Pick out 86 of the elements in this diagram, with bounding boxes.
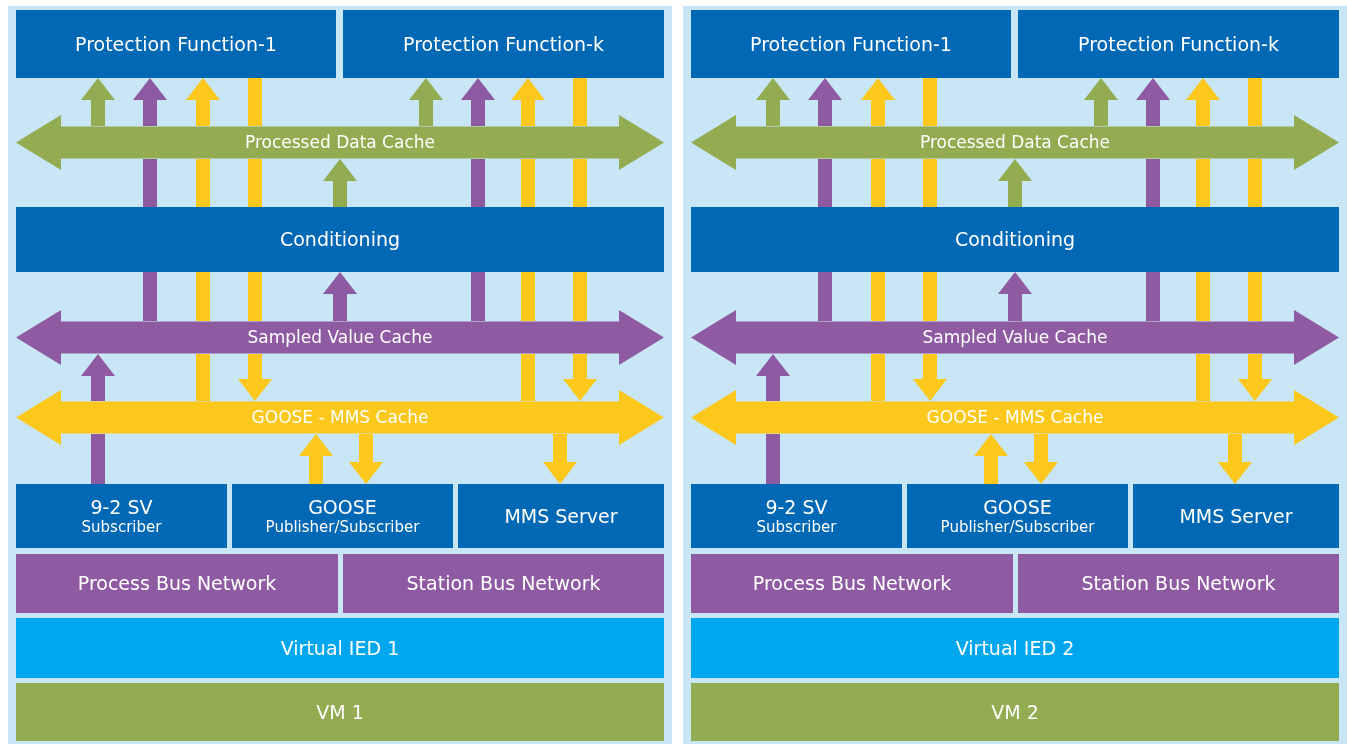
network-box bbox=[691, 554, 1013, 613]
box-label: Protection Function-1 bbox=[750, 32, 952, 56]
band-label: Processed Data Cache bbox=[920, 131, 1110, 154]
arrow bbox=[1218, 434, 1252, 484]
module-box bbox=[907, 484, 1128, 548]
panel-background bbox=[683, 6, 1347, 744]
box-label: GOOSE bbox=[983, 496, 1052, 518]
module-box bbox=[458, 484, 664, 548]
arrow bbox=[998, 159, 1032, 207]
box-label: MMS Server bbox=[1179, 504, 1293, 528]
module-box bbox=[691, 484, 902, 548]
arrow bbox=[563, 354, 597, 401]
band-label: GOOSE - MMS Cache bbox=[926, 406, 1104, 429]
module-box bbox=[16, 484, 227, 548]
module-box bbox=[1133, 484, 1339, 548]
box-label: Conditioning bbox=[279, 228, 401, 251]
box-label: Protection Function-1 bbox=[75, 32, 277, 56]
arrow bbox=[543, 434, 577, 484]
arrow bbox=[1136, 78, 1170, 126]
arrow bbox=[1186, 78, 1220, 126]
function-box bbox=[691, 10, 1011, 78]
double-arrow-band bbox=[16, 390, 664, 445]
box-sublabel: Subscriber bbox=[756, 518, 837, 536]
arrow bbox=[238, 354, 272, 401]
band-label: Sampled Value Cache bbox=[922, 326, 1108, 349]
arrow bbox=[998, 272, 1032, 321]
box-label: Process Bus Network bbox=[752, 572, 952, 595]
function-box bbox=[1018, 10, 1339, 78]
box-label: 9-2 SV bbox=[765, 496, 828, 518]
double-arrow-band bbox=[691, 390, 1339, 445]
box-label: MMS Server bbox=[504, 504, 618, 528]
arrow bbox=[323, 272, 357, 321]
arrow bbox=[511, 78, 545, 126]
box-sublabel: Publisher/Subscriber bbox=[265, 518, 420, 536]
box-label: Virtual IED 2 bbox=[955, 636, 1075, 660]
arrow bbox=[349, 434, 383, 484]
layer-box bbox=[16, 618, 664, 678]
box-sublabel: Subscriber bbox=[81, 518, 162, 536]
arrow bbox=[133, 78, 167, 126]
box-label: Protection Function-k bbox=[1078, 32, 1279, 56]
arrow bbox=[974, 434, 1008, 484]
box-label: Virtual IED 1 bbox=[280, 636, 400, 660]
double-arrow-band bbox=[691, 310, 1339, 365]
box-label: Protection Function-k bbox=[403, 32, 604, 56]
arrow bbox=[409, 78, 443, 126]
arrow bbox=[81, 78, 115, 126]
box-label: Conditioning bbox=[954, 228, 1076, 251]
arrow bbox=[861, 78, 895, 126]
arrow bbox=[756, 354, 790, 401]
box-sublabel: Publisher/Subscriber bbox=[940, 518, 1095, 536]
band-label: Sampled Value Cache bbox=[247, 326, 433, 349]
arrow bbox=[323, 159, 357, 207]
network-box bbox=[1018, 554, 1339, 613]
arrow bbox=[913, 354, 947, 401]
double-arrow-band bbox=[16, 115, 664, 170]
arrow bbox=[81, 354, 115, 401]
network-box bbox=[16, 554, 338, 613]
function-box bbox=[343, 10, 664, 78]
layer-box bbox=[691, 618, 1339, 678]
arrow bbox=[756, 78, 790, 126]
layer-box bbox=[691, 683, 1339, 741]
arrow bbox=[1024, 434, 1058, 484]
double-arrow-band bbox=[691, 115, 1339, 170]
box-label: Process Bus Network bbox=[77, 572, 277, 595]
box-label: Station Bus Network bbox=[1081, 572, 1276, 595]
arrow bbox=[1084, 78, 1118, 126]
band-label: Processed Data Cache bbox=[245, 131, 435, 154]
layer-box bbox=[16, 683, 664, 741]
arrow bbox=[1238, 354, 1272, 401]
function-box bbox=[691, 207, 1339, 272]
panel-background bbox=[8, 6, 672, 744]
double-arrow-band bbox=[16, 310, 664, 365]
function-box bbox=[16, 10, 336, 78]
box-label: VM 1 bbox=[316, 700, 364, 724]
arrow bbox=[186, 78, 220, 126]
band-label: GOOSE - MMS Cache bbox=[251, 406, 429, 429]
box-label: 9-2 SV bbox=[90, 496, 153, 518]
box-label: Station Bus Network bbox=[406, 572, 601, 595]
box-label: GOOSE bbox=[308, 496, 377, 518]
arrow bbox=[461, 78, 495, 126]
arrow bbox=[808, 78, 842, 126]
function-box bbox=[16, 207, 664, 272]
arrow bbox=[299, 434, 333, 484]
network-box bbox=[343, 554, 664, 613]
module-box bbox=[232, 484, 453, 548]
box-label: VM 2 bbox=[991, 700, 1039, 724]
